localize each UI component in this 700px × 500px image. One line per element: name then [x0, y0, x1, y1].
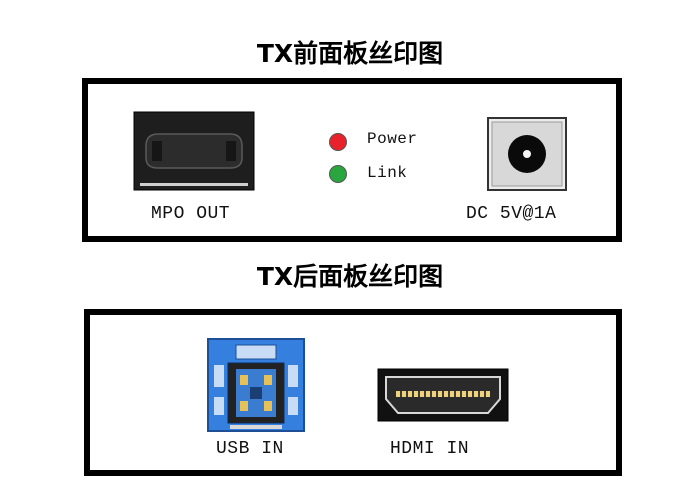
usb-connector-icon — [207, 338, 305, 432]
power-led-icon — [329, 133, 347, 151]
mpo-connector-icon — [133, 111, 255, 191]
front-panel: MPO OUT Power Link DC 5V@1A — [82, 78, 622, 242]
hdmi-in-label: HDMI IN — [390, 439, 470, 459]
front-panel-title: TX前面板丝印图 — [256, 39, 444, 68]
dc-power-jack-icon — [487, 117, 567, 191]
link-led-label: Link — [367, 164, 408, 182]
link-led-icon — [329, 165, 347, 183]
usb-in-label: USB IN — [216, 439, 284, 459]
hdmi-connector-icon — [377, 368, 509, 422]
power-led-label: Power — [367, 130, 418, 148]
rear-panel: USB IN HDMI IN — [84, 309, 622, 476]
dc-label: DC 5V@1A — [466, 204, 557, 224]
mpo-out-label: MPO OUT — [151, 204, 231, 224]
rear-panel-title: TX后面板丝印图 — [256, 262, 444, 291]
